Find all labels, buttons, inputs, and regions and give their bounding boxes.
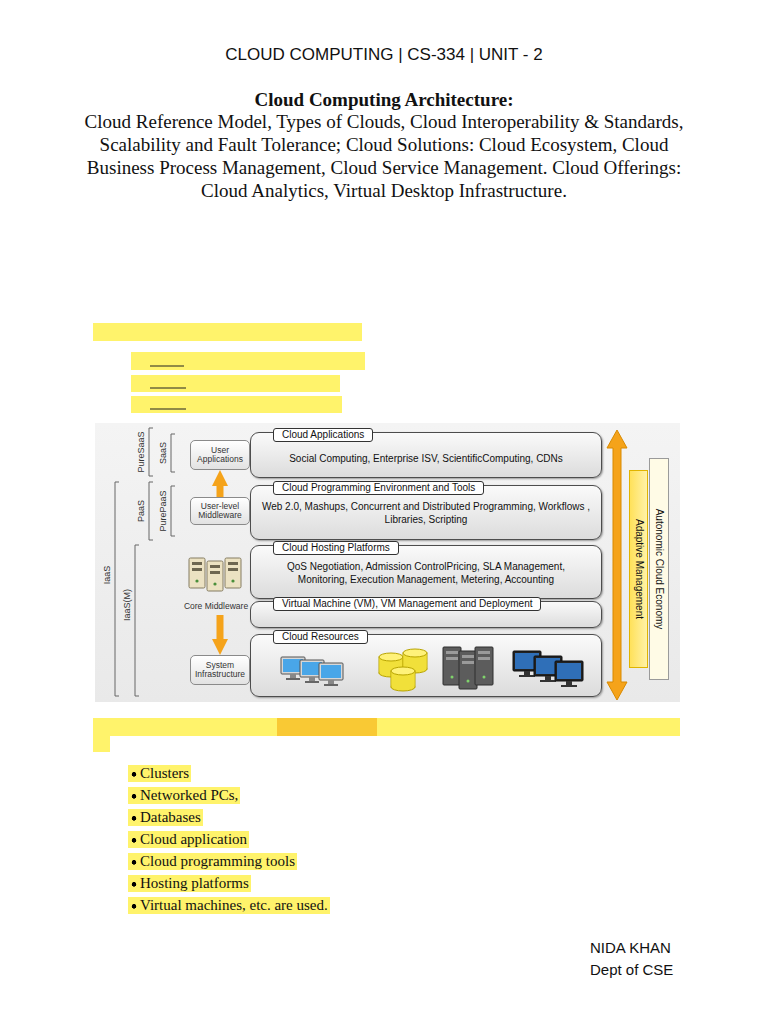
layer-label: PaaS [136,500,146,522]
bullet-item: Cloud application [128,831,249,848]
layer-box: User Applications [190,440,250,470]
layer-bracket [171,486,175,536]
bullet-item: Clusters [128,765,191,782]
layer-label: PureSaaS [136,431,146,472]
server-rack [443,647,461,685]
box-heading: Core Middleware [184,602,248,611]
bullet-item: Databases [128,809,203,826]
box-heading: Cloud Resources [273,630,368,644]
box-heading: User Applications [194,446,246,465]
layer-bracket [171,434,175,472]
layer-panel: Cloud Programming Environment and ToolsW… [250,485,602,540]
box-heading: Cloud Hosting Platforms [273,541,399,555]
layer-box: System Infrastructure [190,655,250,685]
diagram-background [95,423,680,702]
monitor-icon [319,663,343,686]
layer-panel: Cloud Resources [250,634,602,697]
layer-label: PurePaaS [158,490,168,531]
highlight-bar [131,352,365,370]
box-body: Social Computing, Enterprise ISV, Scient… [261,453,591,466]
layer-panel: Cloud ApplicationsSocial Computing, Ente… [250,432,602,478]
monitor-icon [555,661,583,687]
box-heading: Adaptive Management [633,519,645,619]
author-name: NIDA KHAN [590,939,671,957]
underline-mark [150,409,186,410]
department-name: Dept of CSE [590,961,673,979]
layer-label: IaaS [102,566,112,585]
bullet-item: Virtual machines, etc. are used. [128,897,330,914]
box-heading: Cloud Programming Environment and Tools [273,481,484,495]
layer-bracket [149,428,153,476]
underline-mark [150,366,184,367]
database-icon [391,667,415,691]
bullet-item: Hosting platforms [128,875,251,892]
underline-mark [150,388,186,389]
topic-list: Cloud Reference Model, Types of Clouds, … [84,110,684,202]
layer-bracket [135,545,139,696]
page-header: CLOUD COMPUTING | CS-334 | UNIT - 2 [0,45,768,65]
side-panel: Adaptive Management [629,470,648,668]
layer-bracket [149,482,153,540]
server-tower [189,558,205,588]
flow-arrow [217,486,224,497]
flow-arrow [217,615,224,639]
highlight-bar [93,718,680,736]
server-rack [475,647,493,685]
layer-bracket [115,482,119,696]
layer-box: Core Middleware [180,553,252,615]
highlight-bar [93,736,110,752]
layer-box: User-level Middleware [190,497,250,525]
highlight-bar [93,323,362,341]
server-tower [225,558,241,588]
server-tower [207,561,223,591]
box-heading: Autonomic Cloud Economy [653,509,665,630]
box-body: Web 2.0, Mashups, Concurrent and Distrib… [261,501,591,526]
bullet-item: Networked PCs, [128,787,240,804]
layer-label: IaaS(M) [122,589,132,621]
layer-label: SaaS [158,442,168,464]
box-heading: User-level Middleware [194,502,246,521]
layer-panel: Virtual Machine (VM), VM Management and … [250,601,602,628]
server-rack [459,651,477,689]
section-heading: Cloud Computing Architecture: [0,89,768,111]
bullet-item: Cloud programming tools [128,853,297,870]
layer-panel: Cloud Hosting PlatformsQoS Negotiation, … [250,545,602,599]
double-arrow [607,430,627,700]
box-heading: System Infrastructure [194,661,246,680]
resources-illustration [251,635,603,698]
highlight-bar [131,375,340,392]
box-heading: Cloud Applications [273,428,373,442]
box-body: QoS Negotiation, Admission ControlPricin… [261,561,591,586]
side-panel: Autonomic Cloud Economy [649,458,669,680]
highlight-bar [277,718,377,736]
box-heading: Virtual Machine (VM), VM Management and … [273,597,541,611]
highlight-bar [131,396,342,413]
